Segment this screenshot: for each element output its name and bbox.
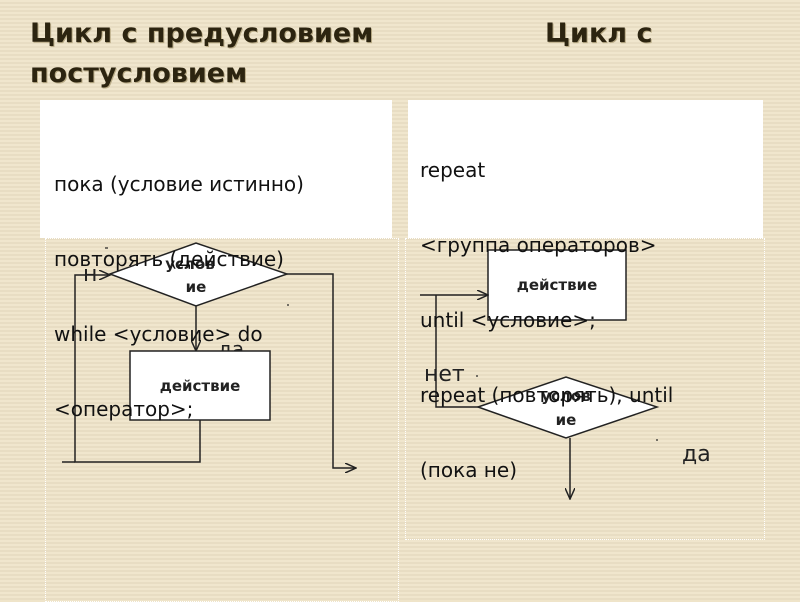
postcondition-diagram-panel bbox=[405, 238, 765, 540]
postcondition-description: repeat <группа операторов> until <услови… bbox=[408, 100, 763, 482]
postcondition-line: repeat (повторять), until bbox=[420, 383, 674, 407]
postcondition-action-box bbox=[487, 249, 627, 321]
title-precondition: Цикл с предусловием bbox=[30, 18, 374, 49]
precondition-condition-label: услов bbox=[165, 255, 214, 273]
title-second-line: постусловием bbox=[30, 58, 248, 89]
postcondition-condition-label: услов bbox=[541, 387, 590, 405]
postcondition-flowchart: действие услов ие нет да bbox=[420, 249, 711, 499]
precondition-description: пока (условие истинно) повторять (действ… bbox=[40, 100, 392, 421]
postcondition-line: repeat bbox=[420, 158, 486, 182]
precondition-line: повторять (действие) bbox=[54, 247, 284, 271]
postcondition-line: <группа операторов> bbox=[420, 233, 657, 257]
postcondition-action-label: действие bbox=[517, 276, 598, 294]
precondition-action-label: действие bbox=[160, 377, 241, 395]
postcondition-no-label: нет bbox=[424, 362, 465, 387]
postcondition-loop-back-line bbox=[435, 295, 480, 408]
precondition-flowchart: н да услов ие действие bbox=[62, 242, 356, 468]
postcondition-line: until <условие>; bbox=[420, 308, 596, 332]
precondition-action-box bbox=[129, 350, 271, 421]
precondition-condition-label-2: ие bbox=[186, 278, 207, 296]
postcondition-condition-label-2: ие bbox=[556, 411, 577, 429]
precondition-line: пока (условие истинно) bbox=[54, 172, 304, 196]
title-postcondition: Цикл с bbox=[545, 18, 653, 49]
precondition-exit-arrow bbox=[287, 273, 356, 468]
precondition-line: <оператор>; bbox=[54, 397, 194, 421]
postcondition-condition-diamond bbox=[475, 376, 660, 439]
postcondition-yes-label: да bbox=[682, 442, 711, 467]
postcondition-line: (пока не) bbox=[420, 458, 517, 482]
precondition-condition-diamond bbox=[107, 242, 290, 307]
precondition-line: while <условие> do bbox=[54, 322, 263, 346]
